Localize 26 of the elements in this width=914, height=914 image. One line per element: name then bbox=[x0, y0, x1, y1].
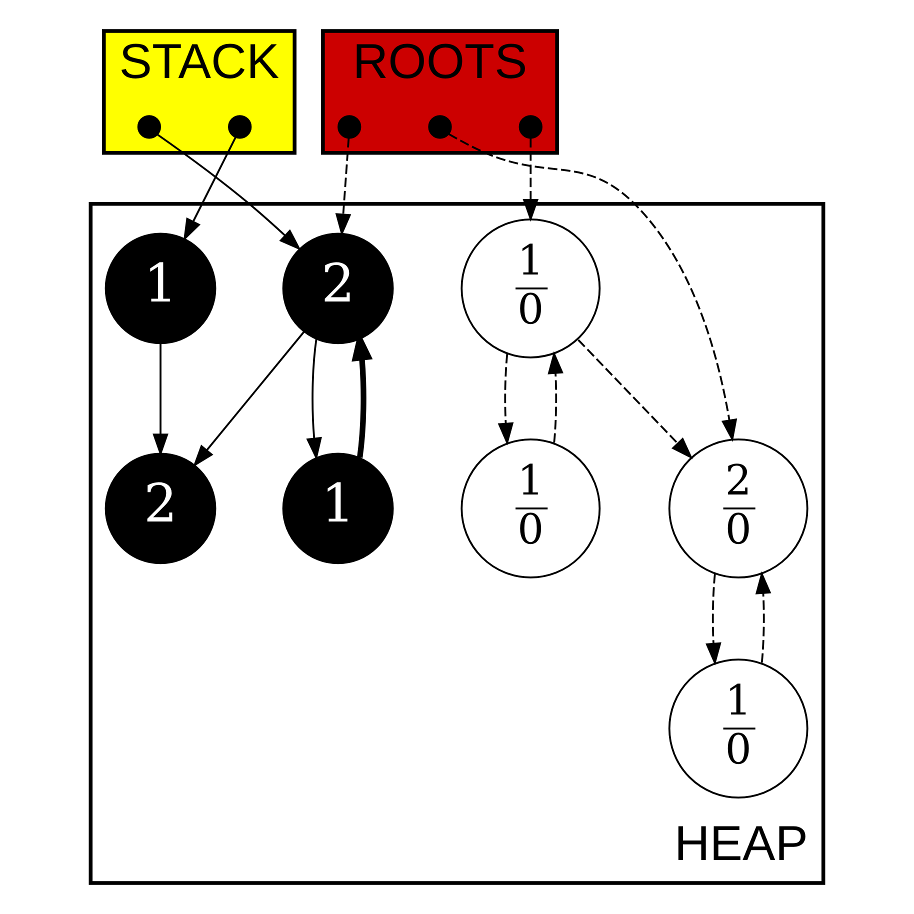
arrow bbox=[548, 351, 564, 443]
node-circle: 1 0 bbox=[668, 658, 808, 798]
node-circle bbox=[428, 115, 452, 139]
node-circle: 1 bbox=[104, 232, 216, 344]
node-circle bbox=[518, 115, 542, 139]
arrow bbox=[448, 133, 738, 442]
arrow bbox=[183, 136, 236, 242]
arrow bbox=[522, 138, 539, 222]
node-circle bbox=[137, 115, 162, 139]
cluster: STACK bbox=[102, 29, 296, 155]
node-circle bbox=[338, 115, 362, 139]
node-circle: 2 0 bbox=[668, 438, 808, 578]
node-circle: 2 bbox=[104, 452, 216, 564]
arrow bbox=[755, 571, 772, 663]
arrow bbox=[498, 354, 514, 446]
arrow bbox=[306, 338, 322, 460]
node-circle: 2 bbox=[282, 232, 394, 344]
cluster: ROOTS bbox=[321, 29, 559, 155]
node-circle bbox=[228, 115, 252, 139]
arrow bbox=[156, 134, 302, 251]
node-circle: 1 bbox=[282, 452, 394, 564]
arrow bbox=[578, 339, 693, 460]
arrow bbox=[706, 574, 722, 666]
arrow bbox=[192, 331, 305, 468]
node-circle: 1 0 bbox=[460, 438, 601, 578]
node-circle: 1 0 bbox=[460, 218, 601, 358]
